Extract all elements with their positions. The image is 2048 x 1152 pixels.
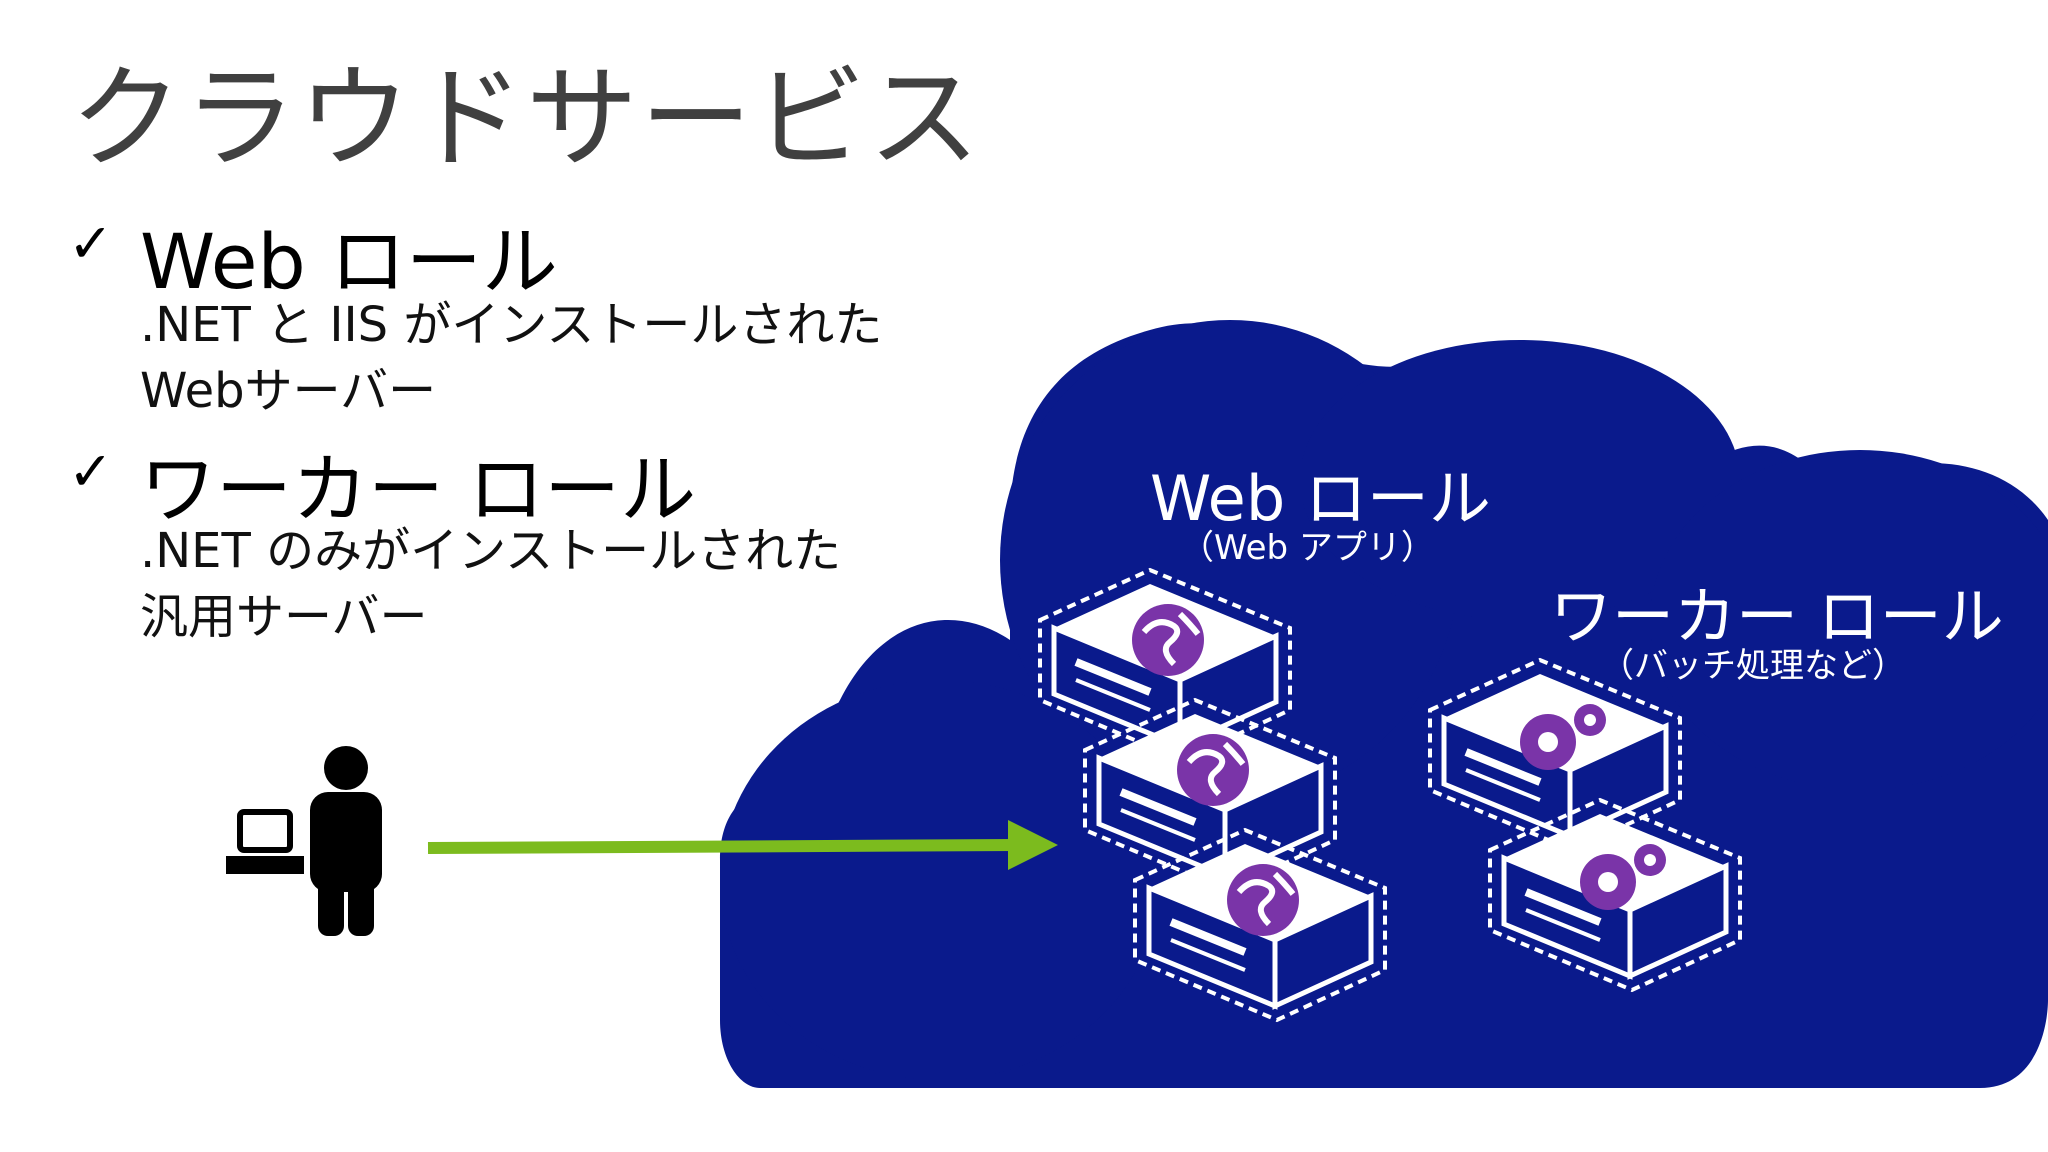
- slide-title: クラウドサービス: [70, 54, 982, 184]
- bullet-heading-web-role: Web ロール: [140, 217, 558, 306]
- checkmark-icon: ✓: [68, 212, 114, 275]
- worker-server-2: [1490, 800, 1740, 990]
- checkmark-icon: ✓: [68, 440, 114, 503]
- worker-role-title: ワーカー ロール: [1550, 580, 2004, 653]
- worker-server-1: [1430, 660, 1680, 850]
- web-server-3: [1135, 830, 1385, 1020]
- gears-icon: [1520, 704, 1606, 770]
- request-arrow: [427, 820, 1058, 870]
- bullet-desc-line: 汎用サーバー: [140, 589, 428, 645]
- gears-icon: [1580, 844, 1666, 910]
- bullet-desc-line: .NET のみがインストールされた: [140, 523, 842, 579]
- bullet-desc-line: .NET と IIS がインストールされた: [140, 297, 883, 353]
- web-server-2: [1085, 700, 1335, 890]
- web-role-subtitle: （Web アプリ）: [1180, 528, 1435, 568]
- bullet-desc-line: Webサーバー: [140, 363, 437, 419]
- worker-role-subtitle: （バッチ処理など）: [1600, 646, 1906, 686]
- web-role-title: Web ロール: [1150, 462, 1491, 535]
- web-server-1: [1040, 570, 1290, 760]
- user-with-laptop-icon: [226, 746, 382, 936]
- bullet-heading-worker-role: ワーカー ロール: [140, 445, 697, 534]
